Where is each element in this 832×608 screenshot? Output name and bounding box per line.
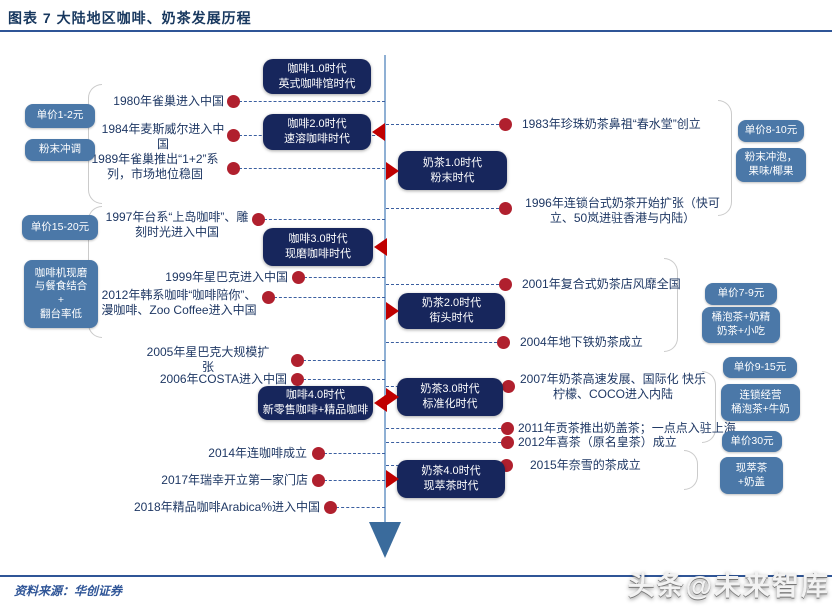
event-label: 1989年雀巢推出“1+2”系列，市场地位稳固 <box>91 152 219 181</box>
event-dot <box>498 117 512 131</box>
event-connector <box>304 277 385 278</box>
era-arrow-icon <box>386 388 399 406</box>
event-connector <box>239 168 385 169</box>
event-dot <box>290 353 304 367</box>
event-dot <box>251 212 265 226</box>
era-arrow-icon <box>374 238 387 256</box>
price-tag: 单价8-10元 <box>738 120 804 142</box>
event-label: 2015年奈雪的茶成立 <box>530 458 641 472</box>
era-box: 咖啡3.0时代 现磨咖啡时代 <box>263 228 373 266</box>
title-underline <box>0 30 832 32</box>
event-connector <box>386 428 501 429</box>
event-dot <box>226 161 240 175</box>
timeline-axis <box>384 55 386 522</box>
price-tag: 现萃茶 +奶盖 <box>720 457 783 494</box>
price-tag: 连锁经营 桶泡茶+牛奶 <box>721 384 800 421</box>
timeline-arrowhead-icon <box>369 522 401 558</box>
event-dot <box>500 421 514 435</box>
era-box: 奶茶3.0时代 标准化时代 <box>397 378 503 416</box>
era-box: 咖啡1.0时代 英式咖啡馆时代 <box>263 59 371 94</box>
event-dot <box>311 473 325 487</box>
event-label: 2012年喜茶（原名皇茶）成立 <box>518 435 677 449</box>
price-tag: 单价15-20元 <box>22 215 98 240</box>
event-label: 1997年台系“上岛咖啡”、雕刻时光进入中国 <box>105 210 249 239</box>
event-connector <box>239 101 385 102</box>
event-label: 2004年地下铁奶茶成立 <box>520 335 643 349</box>
price-tag: 桶泡茶+奶精 奶茶+小吃 <box>702 307 780 343</box>
price-tag: 单价7-9元 <box>705 283 777 305</box>
event-dot <box>498 277 512 291</box>
watermark: 头条@未来智库 <box>627 571 830 601</box>
event-dot <box>291 270 305 284</box>
price-tag: 咖啡机现磨 与餐食结合 + 翻台率低 <box>24 260 98 328</box>
price-tag: 粉末冲泡， 果味/椰果 <box>736 148 806 182</box>
event-label: 2007年奶茶高速发展、国际化 快乐柠檬、COCO进入内陆 <box>519 372 707 401</box>
event-label: 1983年珍珠奶茶鼻祖“春水堂”创立 <box>522 117 701 131</box>
event-connector <box>386 208 499 209</box>
event-dot <box>311 446 325 460</box>
event-connector <box>336 507 385 508</box>
source-note: 资料来源：华创证券 <box>14 584 123 598</box>
event-dot <box>496 335 510 349</box>
event-label: 2005年星巴克大规模扩张 <box>146 345 270 374</box>
event-connector <box>324 453 385 454</box>
event-connector <box>386 342 497 343</box>
era-box: 咖啡2.0时代 速溶咖啡时代 <box>263 114 371 150</box>
event-label: 2014年连咖啡成立 <box>208 446 307 460</box>
event-label: 1999年星巴克进入中国 <box>165 270 288 284</box>
event-label: 2011年贡茶推出奶盖茶；一点点入驻上海 <box>518 421 736 435</box>
era-box: 奶茶2.0时代 街头时代 <box>398 293 505 329</box>
era-arrow-icon <box>372 123 385 141</box>
event-connector <box>303 379 385 380</box>
event-label: 2018年精品咖啡Arabica%进入中国 <box>133 500 320 514</box>
figure-title: 图表 7 大陆地区咖啡、奶茶发展历程 <box>8 10 252 26</box>
event-connector <box>274 297 385 298</box>
event-connector <box>303 360 385 361</box>
price-tag: 单价30元 <box>722 431 782 452</box>
era-arrow-icon <box>386 302 399 320</box>
event-dot <box>226 128 240 142</box>
event-label: 2001年复合式奶茶店风靡全国 <box>522 277 681 291</box>
price-tag: 单价9-15元 <box>723 357 797 378</box>
event-connector <box>386 442 501 443</box>
era-arrow-icon <box>386 161 399 180</box>
event-label: 1984年麦斯威尔进入中国 <box>101 122 225 151</box>
era-arrow-icon <box>386 470 399 488</box>
event-dot <box>261 290 275 304</box>
event-dot <box>501 379 515 393</box>
event-connector <box>386 124 499 125</box>
era-arrow-icon <box>374 394 387 412</box>
event-dot <box>226 94 240 108</box>
event-dot <box>290 372 304 386</box>
event-label: 2006年COSTA进入中国 <box>159 372 287 386</box>
event-label: 1980年雀巢进入中国 <box>113 94 224 108</box>
era-box: 奶茶1.0时代 粉末时代 <box>398 151 507 190</box>
event-label: 2012年韩系咖啡“咖啡陪你”、漫咖啡、Zoo Coffee进入中国 <box>101 288 257 317</box>
event-dot <box>500 435 514 449</box>
price-tag: 粉末冲调 <box>25 139 95 161</box>
event-label: 1996年连锁台式奶茶开始扩张（快可立、50岚进驻香港与内陆） <box>525 196 720 225</box>
event-dot <box>323 500 337 514</box>
event-connector <box>386 284 499 285</box>
event-connector <box>324 480 385 481</box>
group-bracket <box>684 450 698 490</box>
era-box: 奶茶4.0时代 现萃茶时代 <box>397 460 505 498</box>
event-dot <box>498 201 512 215</box>
era-box: 咖啡4.0时代 新零售咖啡+精品咖啡 <box>258 386 373 420</box>
price-tag: 单价1-2元 <box>25 104 95 128</box>
event-label: 2017年瑞幸开立第一家门店 <box>161 473 308 487</box>
footer-rule <box>0 575 832 577</box>
event-connector <box>264 219 385 220</box>
